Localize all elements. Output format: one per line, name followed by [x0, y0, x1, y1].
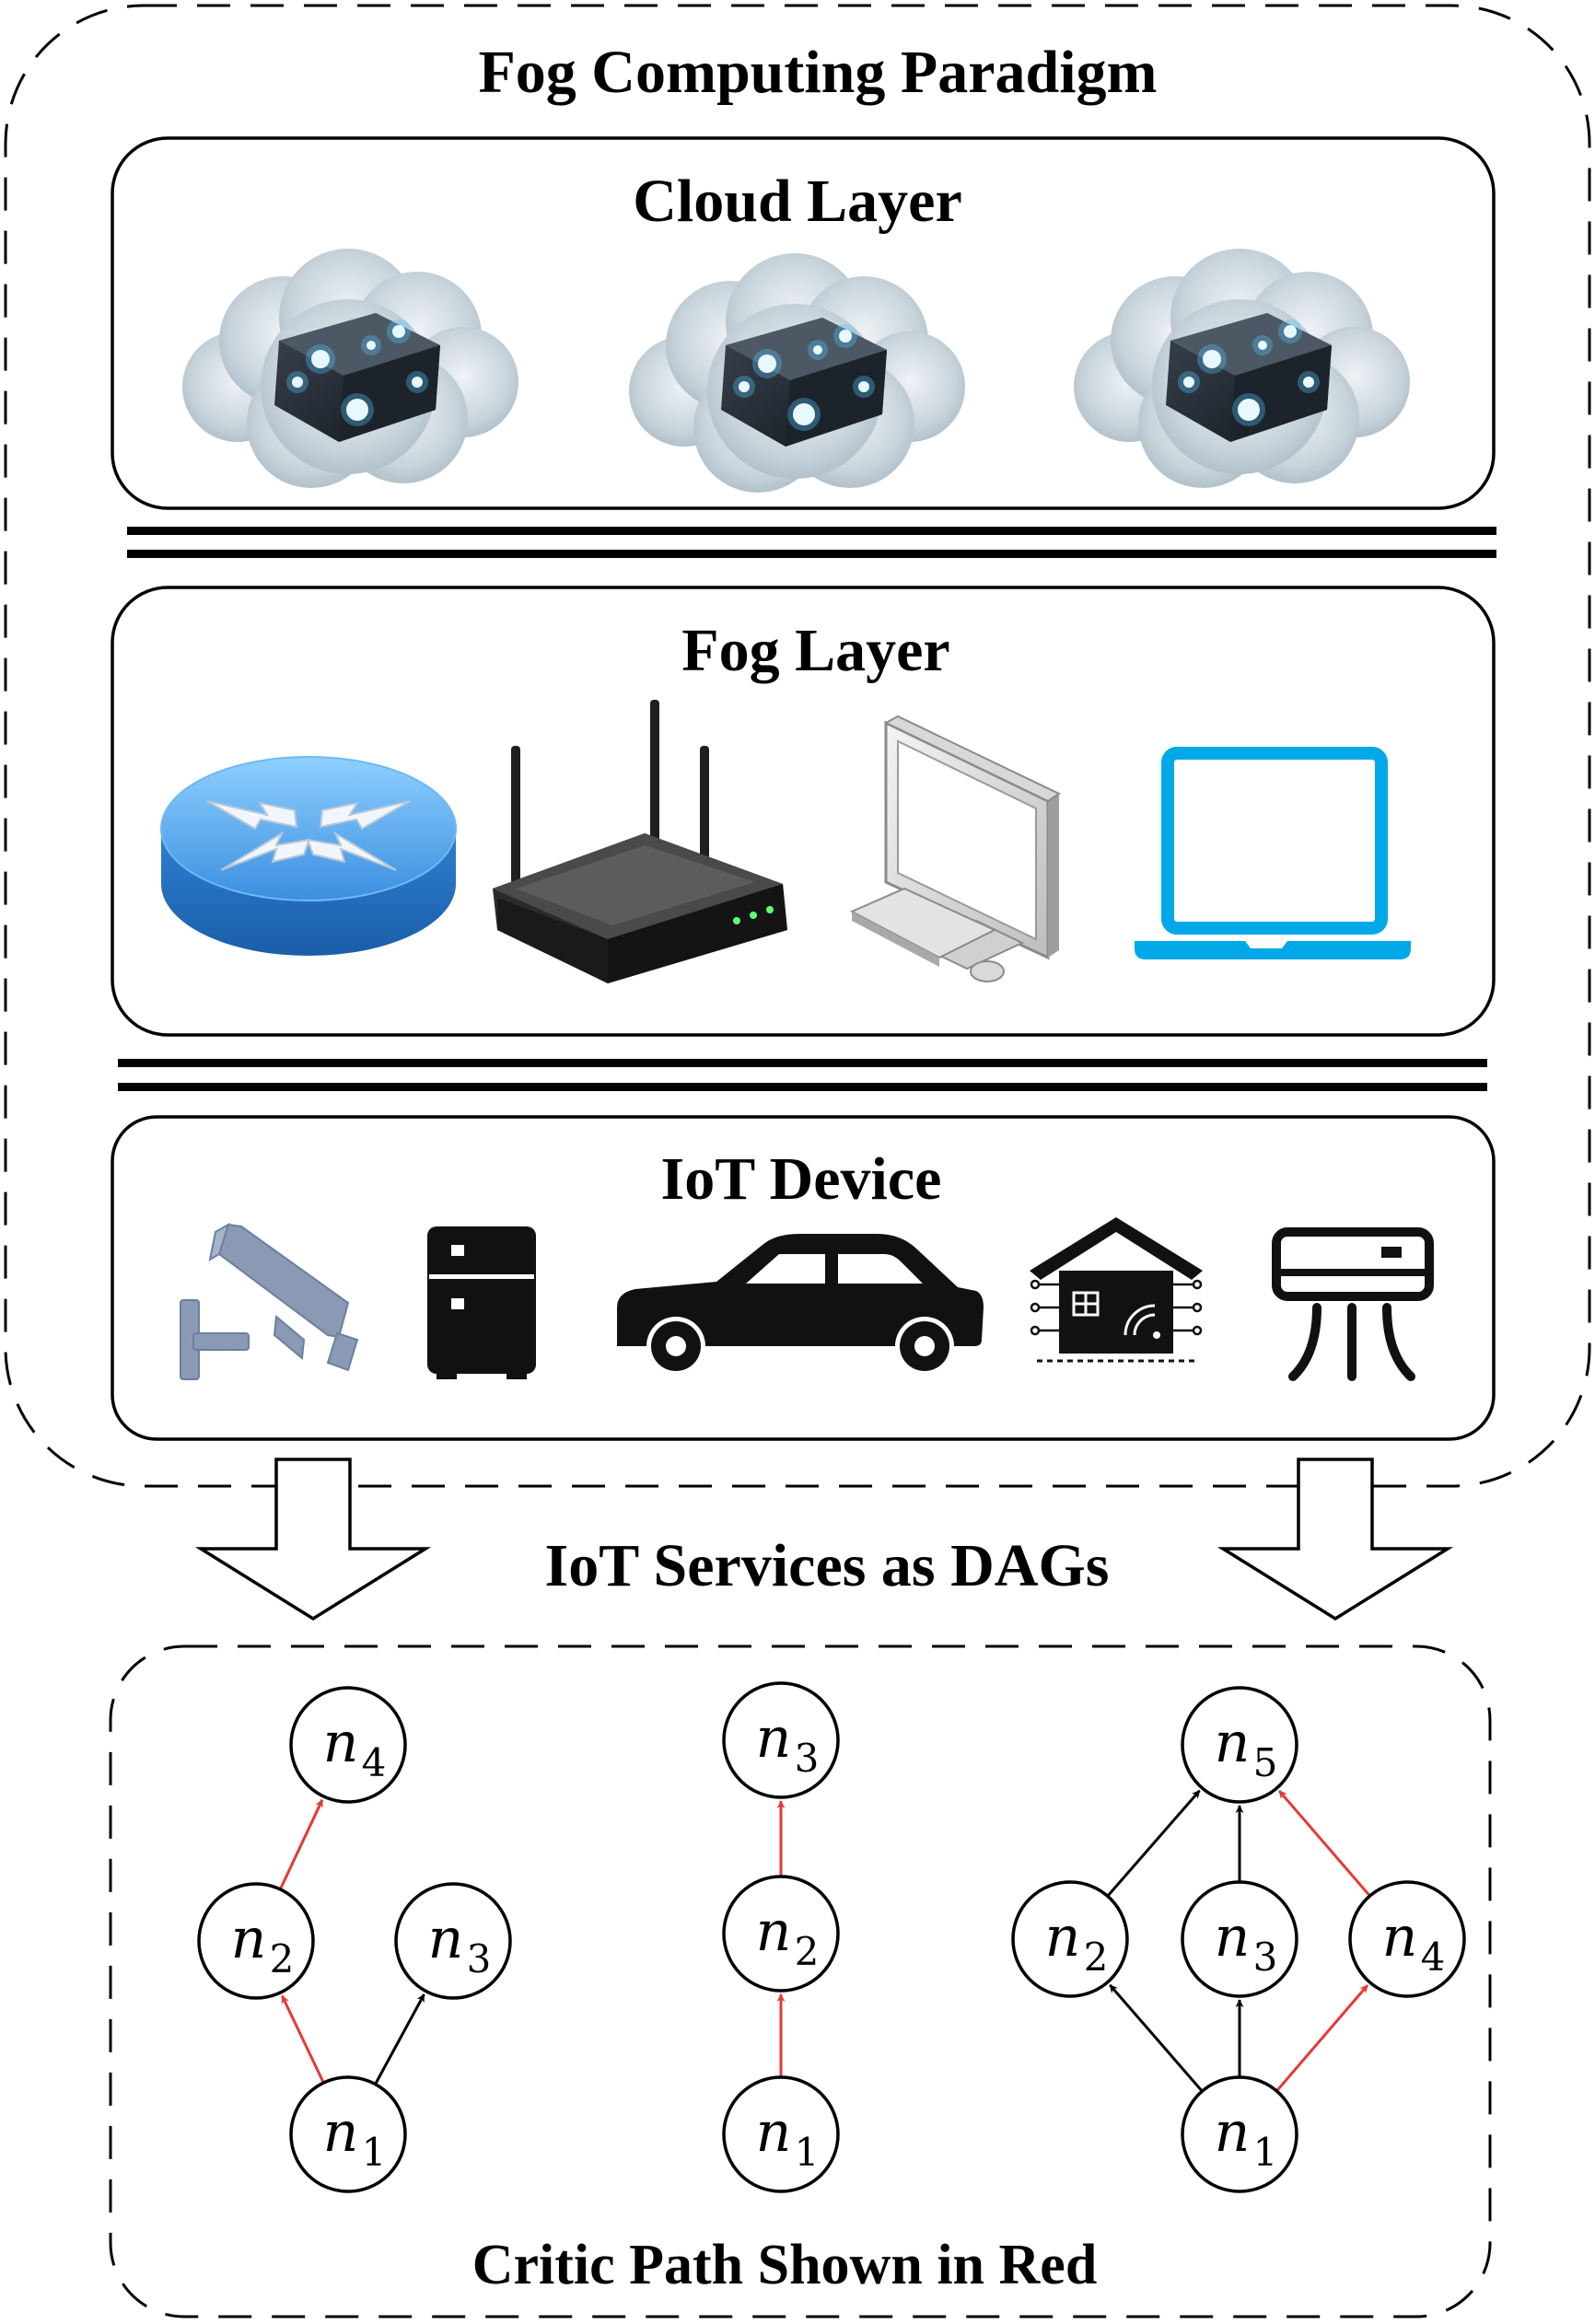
dag-node-subscript: 3	[795, 1736, 820, 1781]
dag-node-n5	[1181, 1686, 1298, 1804]
dag-node-subscript: 5	[1253, 1740, 1278, 1785]
edge-n1-n2	[1109, 1983, 1204, 2093]
dag-node-n1	[1181, 2075, 1298, 2193]
fog-layer-title: Fog Layer	[681, 617, 949, 684]
dag-node-label: n	[428, 1907, 464, 1971]
critical-edge-n4-n5	[1277, 1789, 1371, 1898]
cloud-fog-separator	[127, 527, 1496, 558]
dag-node-label: n	[756, 1706, 792, 1771]
dag-node-label: n	[231, 1907, 267, 1971]
car-icon	[617, 1234, 984, 1376]
dag-node-subscript: 4	[1421, 1935, 1446, 1980]
dag-node-label: n	[1382, 1905, 1418, 1970]
cloud-server-icon	[629, 253, 965, 493]
dag-container	[109, 1644, 1492, 2318]
fog-iot-separator	[118, 1059, 1487, 1091]
dag-node-n1	[289, 2075, 407, 2193]
dag-node-subscript: 4	[362, 1740, 387, 1785]
fog-layer-box	[111, 586, 1496, 1037]
dag-node-subscript: 3	[467, 1936, 492, 1981]
dag-node-n4	[1348, 1880, 1466, 1998]
dag-node-subscript: 1	[362, 2130, 387, 2175]
router-icon	[160, 756, 457, 956]
dag-node-n3	[722, 1681, 840, 1799]
smart-home-icon	[1030, 1217, 1203, 1363]
dag-node-label: n	[756, 1900, 792, 1964]
critical-edge-n1-n4	[1275, 1984, 1369, 2092]
refrigerator-icon	[427, 1226, 536, 1379]
cloud-server-icon	[1074, 249, 1410, 488]
dag-node-label: n	[1215, 1711, 1251, 1775]
edge-n1-n3	[374, 1993, 425, 2086]
dag-node-n2	[197, 1882, 315, 2000]
paradigm-title: Fog Computing Paradigm	[478, 39, 1157, 106]
iot-layer-title: IoT Device	[661, 1145, 942, 1213]
dag-node-label: n	[323, 1711, 359, 1775]
cloud-layer-title: Cloud Layer	[633, 168, 962, 235]
cloud-server-icon	[182, 249, 518, 488]
dag-node-subscript: 2	[270, 1936, 295, 1981]
dag-node-n2	[1011, 1880, 1129, 1998]
dag-node-n2	[722, 1875, 840, 1993]
critical-edge-n1-n2	[281, 1994, 325, 2084]
air-conditioner-icon	[1272, 1227, 1434, 1381]
security-camera-icon	[180, 1222, 359, 1380]
down-arrow-right	[1217, 1458, 1454, 1621]
dag-node-subscript: 2	[1084, 1935, 1109, 1980]
fog-paradigm-container	[4, 4, 1591, 1488]
dag-node-subscript: 1	[795, 2130, 820, 2175]
dag-node-label: n	[1215, 2100, 1251, 2165]
dag-node-subscript: 3	[1253, 1935, 1278, 1980]
services-title: IoT Services as DAGs	[545, 1532, 1110, 1599]
edge-n2-n5	[1106, 1789, 1201, 1898]
dag-node-subscript: 2	[795, 1929, 820, 1974]
dag-node-n1	[722, 2075, 840, 2193]
critical-edge-n2-n4	[278, 1798, 324, 1890]
critic-path-caption: Critic Path Shown in Red	[472, 2234, 1098, 2296]
dag-node-subscript: 1	[1253, 2130, 1278, 2175]
dag-node-n4	[289, 1686, 407, 1804]
dag-node-n3	[394, 1882, 512, 2000]
desktop-computer-icon	[849, 715, 1062, 982]
dag-node-label: n	[1045, 1905, 1081, 1970]
dag-node-label: n	[323, 2100, 359, 2165]
dag-node-n3	[1181, 1880, 1298, 1998]
wireless-router-icon	[493, 700, 787, 983]
dag-node-label: n	[756, 2100, 792, 2165]
down-arrow-left	[194, 1458, 432, 1621]
laptop-icon	[1135, 747, 1411, 959]
dag-node-label: n	[1215, 1905, 1251, 1970]
